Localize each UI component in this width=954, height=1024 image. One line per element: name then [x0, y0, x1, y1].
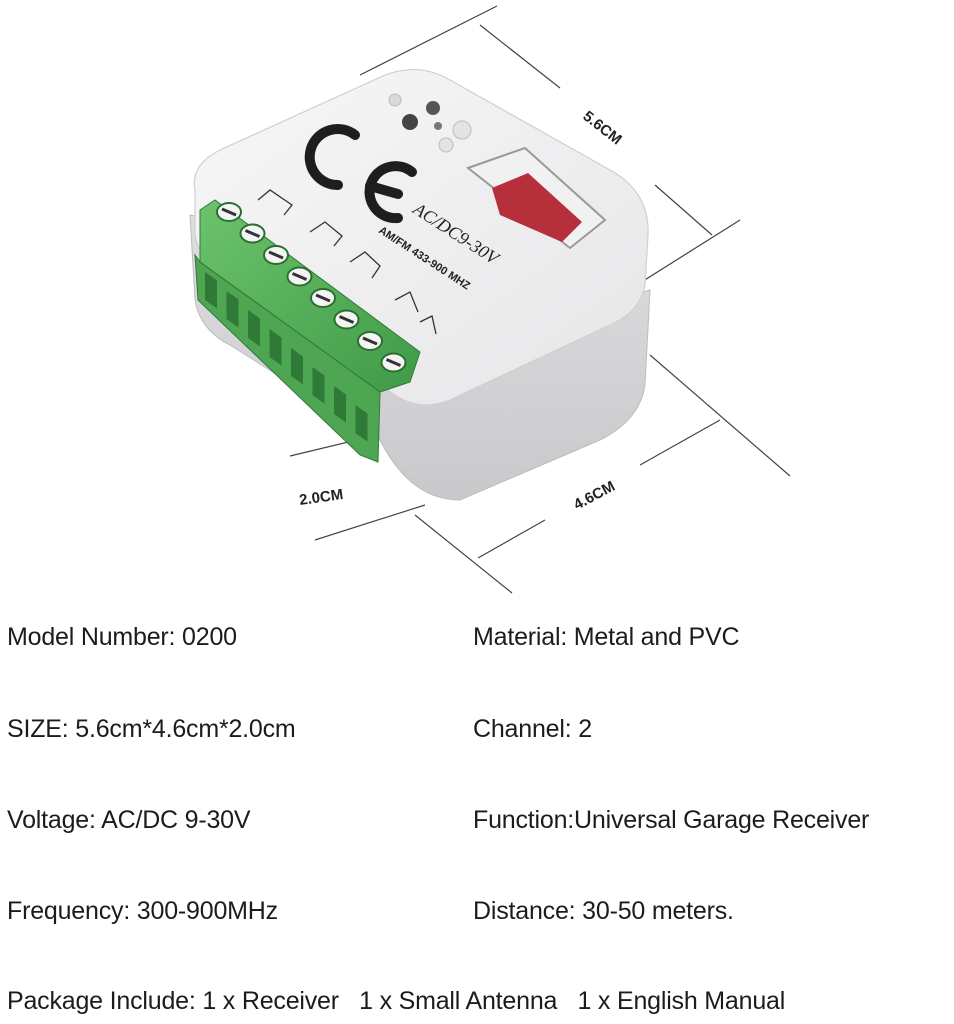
terminal-screw	[380, 352, 407, 373]
wiring-diagram	[257, 189, 437, 335]
terminal-slot	[226, 291, 239, 328]
dimension-width-label: 4.6CM	[571, 478, 618, 514]
terminal-screw	[310, 288, 336, 308]
display-window	[465, 146, 607, 250]
dimension-height-label: 2.0CM	[298, 486, 344, 509]
spec-distance: Distance: 30-50 meters.	[473, 897, 734, 925]
dimension-length-label: 5.6CM	[580, 108, 625, 149]
terminal-slot	[205, 272, 217, 309]
ce-mark-icon	[304, 124, 417, 224]
receiver-device: CE AC/DC9-30V AM/FM 433-900 MHZ	[0, 0, 651, 501]
product-photo: 5.6CM 4.6CM 2.0CM CE AC/DC9-30	[0, 0, 791, 594]
terminal-screw	[263, 245, 289, 265]
terminal-slot	[291, 348, 303, 385]
spec-function: Function:Universal Garage Receiver	[473, 806, 870, 834]
terminal-slot	[269, 329, 282, 366]
terminal-slot	[334, 386, 346, 423]
terminal-screw	[286, 266, 313, 287]
spec-model-number: Model Number: 0200	[7, 623, 237, 651]
spec-channel: Channel: 2	[473, 715, 592, 743]
terminal-screw	[357, 331, 383, 351]
terminal-slots	[205, 272, 368, 442]
terminal-slot	[355, 405, 368, 442]
terminal-screws	[216, 202, 407, 373]
package-include: Package Include: 1 x Receiver 1 x Small …	[7, 987, 786, 1015]
terminal-screw	[216, 202, 242, 222]
spec-voltage: Voltage: AC/DC 9-30V	[7, 806, 251, 834]
spec-material: Material: Metal and PVC	[473, 623, 740, 651]
terminal-slot	[312, 367, 325, 404]
led-cluster	[388, 93, 472, 153]
spec-size: SIZE: 5.6cm*4.6cm*2.0cm	[7, 715, 296, 743]
terminal-screw	[333, 309, 360, 330]
terminal-slot	[248, 310, 260, 347]
spec-frequency: Frequency: 300-900MHz	[7, 897, 278, 925]
terminal-screw	[239, 223, 266, 244]
ce-mark-text: CE	[0, 0, 2, 1]
